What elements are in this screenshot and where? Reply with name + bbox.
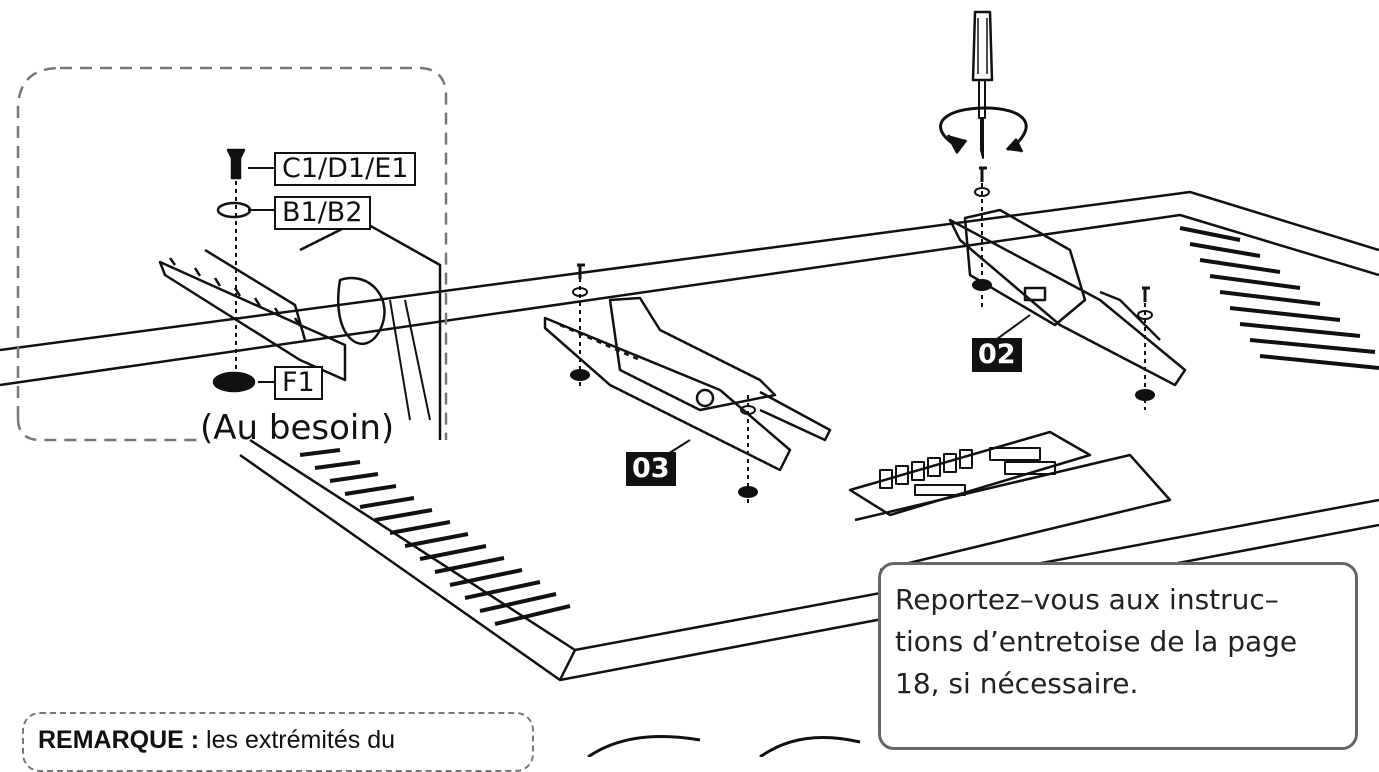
vent-left: [299, 448, 571, 626]
rotate-arrow-icon: [939, 106, 1028, 154]
bracket-02-tag: 02: [972, 338, 1022, 372]
screwdriver-icon: [971, 10, 994, 159]
remark-title: REMARQUE :: [38, 726, 200, 754]
remark-box: REMARQUE : les extrémités du: [22, 712, 534, 772]
washer-code-label: B1/B2: [274, 196, 371, 230]
bracket-left: [543, 296, 832, 472]
screw-code-label: C1/D1/E1: [274, 152, 417, 186]
spacer-code-label: F1: [274, 366, 323, 400]
spacer-icon: [212, 371, 256, 393]
connector-block: [879, 447, 1056, 496]
washer-icon: [216, 201, 252, 219]
remark-body: les extrémités du: [199, 726, 396, 754]
detail-inset: [16, 66, 448, 442]
remark-text: REMARQUE : les extrémités du: [38, 726, 395, 755]
bracket-right: [948, 208, 1187, 387]
as-needed-label: (Au besoin): [200, 408, 395, 448]
fasteners: [570, 166, 1155, 505]
spacer-note-box: Reportez–vous aux instruc– tions d’entre…: [878, 562, 1358, 750]
vent-right: [1179, 226, 1379, 370]
spacer-note-text: Reportez–vous aux instruc– tions d’entre…: [895, 583, 1298, 700]
bracket-03-tag: 03: [626, 452, 676, 486]
screw-icon: [226, 148, 246, 180]
